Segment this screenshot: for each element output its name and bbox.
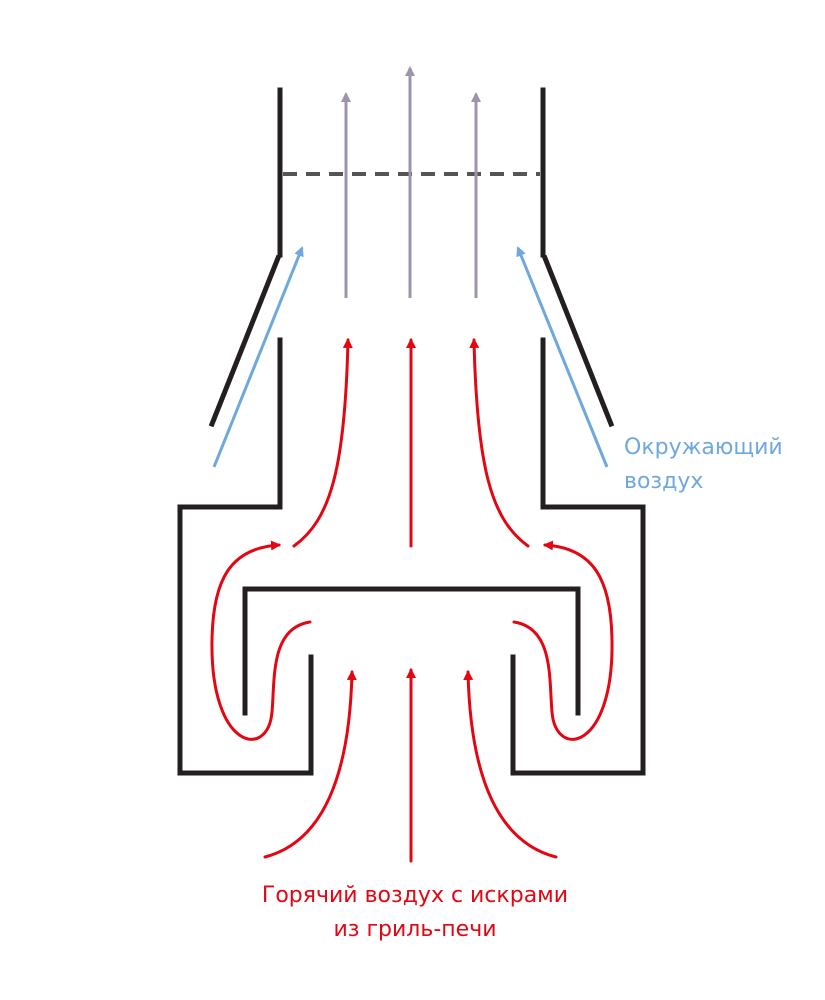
- ambient-arrow-left: [212, 246, 304, 468]
- ambient-air-arrows: [212, 246, 609, 468]
- hot-air-loop-right: [512, 540, 614, 741]
- hot-air-arrow-bottom-right: [463, 670, 558, 859]
- hot-air-arrow-bottom-left: [263, 670, 357, 859]
- ambient-air-label-line1: Окружающий: [624, 435, 783, 460]
- left-intake-cowl: [208, 254, 282, 428]
- structure-walls: [177, 87, 646, 776]
- hot-air-label: Горячий воздух с искрами из гриль-печи: [200, 879, 630, 947]
- hot-air-arrow-upper-left: [292, 338, 353, 548]
- hot-air-label-line1: Горячий воздух с искрами: [261, 883, 569, 908]
- hot-air-label-line2: из гриль-печи: [333, 917, 497, 942]
- right-intake-cowl: [541, 254, 615, 428]
- right-outer-housing: [510, 337, 646, 776]
- ambient-arrow-right: [516, 246, 609, 468]
- hot-air-loop-left: [210, 540, 312, 741]
- ambient-air-label-line2: воздух: [624, 469, 704, 494]
- hot-air-arrows: [210, 338, 614, 863]
- hot-air-arrow-upper-right: [469, 338, 530, 548]
- exhaust-arrows: [341, 66, 481, 298]
- inner-deflector-cap: [242, 586, 581, 716]
- left-outer-housing: [177, 337, 314, 776]
- ambient-air-label: Окружающий воздух: [624, 431, 783, 499]
